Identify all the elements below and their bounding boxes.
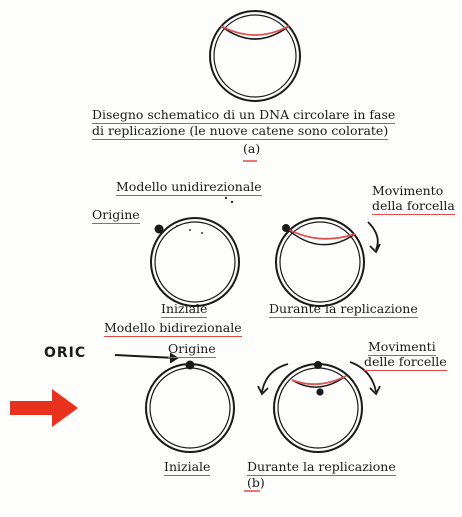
- label-b: (b): [247, 476, 265, 490]
- uni-origin-label: Origine: [92, 208, 140, 224]
- uni-during-label: Durante la replicazione: [269, 302, 418, 318]
- uni-initial-label: Iniziale: [161, 302, 207, 318]
- uni-fork-movement-1: Movimento: [372, 184, 443, 198]
- circular-dna-bi-initial: [146, 362, 234, 453]
- bi-title: Modello bidirezionale: [104, 321, 242, 337]
- curved-arrow-icon: [368, 222, 378, 250]
- bi-origin-label: Origine: [168, 342, 216, 358]
- pointer-arrow-icon: [115, 355, 176, 358]
- bi-forks-movement-2: delle forcelle: [364, 355, 447, 371]
- circular-dna-uni-during: [276, 218, 364, 306]
- circular-dna-uni-initial: [151, 218, 239, 306]
- oric-handwritten: ORIC: [44, 346, 86, 360]
- circular-dna-bi-during: [274, 362, 362, 452]
- circular-dna-a: [210, 11, 300, 101]
- bi-during-label: Durante la replicazione: [247, 460, 396, 476]
- uni-fork-movement-2: della forcella: [372, 199, 455, 215]
- caption-line-1: Disegno schematico di un DNA circolare i…: [92, 108, 395, 124]
- caption-line-2: di replicazione (le nuove catene sono co…: [92, 124, 388, 140]
- red-arrow-icon: [10, 389, 78, 427]
- uni-title: Modello unidirezionale: [116, 180, 262, 196]
- bi-initial-label: Iniziale: [164, 460, 210, 476]
- label-a: (a): [243, 142, 260, 156]
